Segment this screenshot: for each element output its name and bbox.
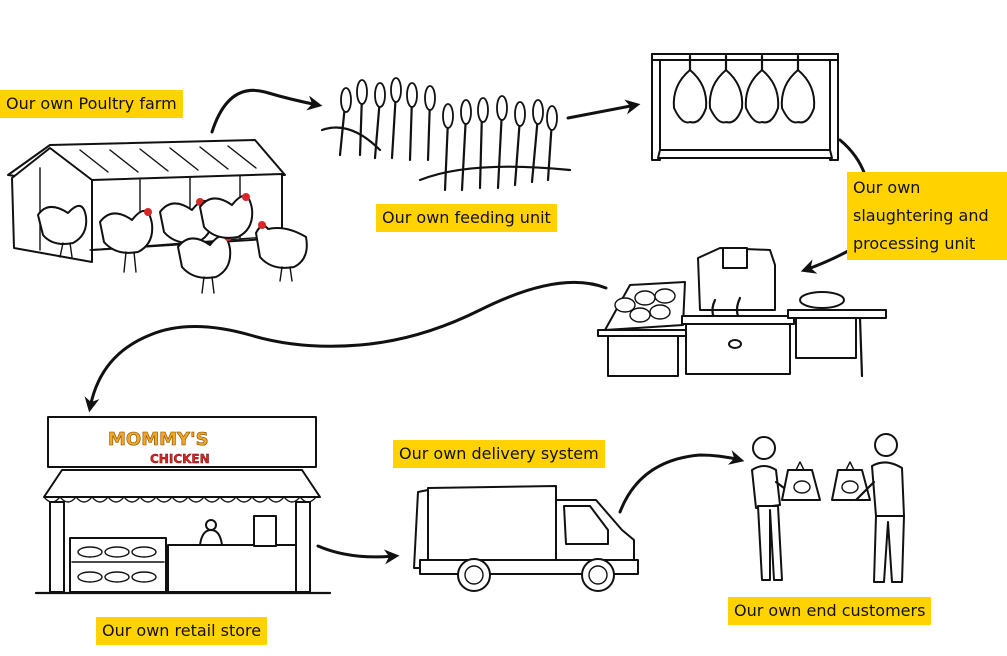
flow-arrows	[84, 88, 867, 565]
processing-station-illustration	[597, 247, 887, 378]
chicken-bag-icon	[831, 461, 871, 501]
arrow-processing-to-retail	[84, 280, 608, 413]
delivery-truck-illustration	[413, 485, 639, 592]
logo-chicken: CHICKEN	[150, 452, 210, 466]
chicken-icons	[37, 193, 308, 294]
grain-field-illustration	[320, 77, 572, 192]
arrow-farm-to-feed	[210, 88, 323, 134]
label-feeding-unit: Our own feeding unit	[376, 204, 557, 232]
store-logo: MOMMY'S CHICKEN	[108, 429, 210, 467]
poultry-farm-illustration	[7, 139, 308, 294]
chicken-bag-icon	[781, 461, 821, 501]
woman-figure	[751, 436, 802, 581]
label-line: processing unit	[853, 234, 976, 253]
arrow-slaughter-to-processing	[800, 248, 852, 274]
customers-illustration	[751, 433, 905, 583]
man-figure	[854, 433, 905, 583]
arrow-delivery-to-customers	[618, 450, 745, 514]
label-end-customers: Our own end customers	[728, 597, 932, 625]
label-poultry-farm: Our own Poultry farm	[0, 90, 183, 118]
arrow-feed-to-slaughter	[566, 99, 641, 120]
label-line: Our own	[853, 178, 921, 197]
retail-store-illustration: MOMMY'S CHICKEN	[34, 416, 332, 595]
arrow-retail-to-delivery	[316, 544, 400, 565]
logo-mommys: MOMMY'S	[108, 429, 209, 450]
arrow-rack-to-label	[838, 138, 867, 177]
hanging-chicken-icons	[672, 54, 816, 124]
label-retail-store: Our own retail store	[96, 617, 268, 645]
label-delivery-system: Our own delivery system	[393, 440, 605, 468]
label-slaughtering-unit: Our own slaughtering and processing unit	[847, 172, 1007, 260]
hanging-chickens-illustration	[651, 53, 839, 161]
label-line: slaughtering and	[853, 206, 989, 225]
